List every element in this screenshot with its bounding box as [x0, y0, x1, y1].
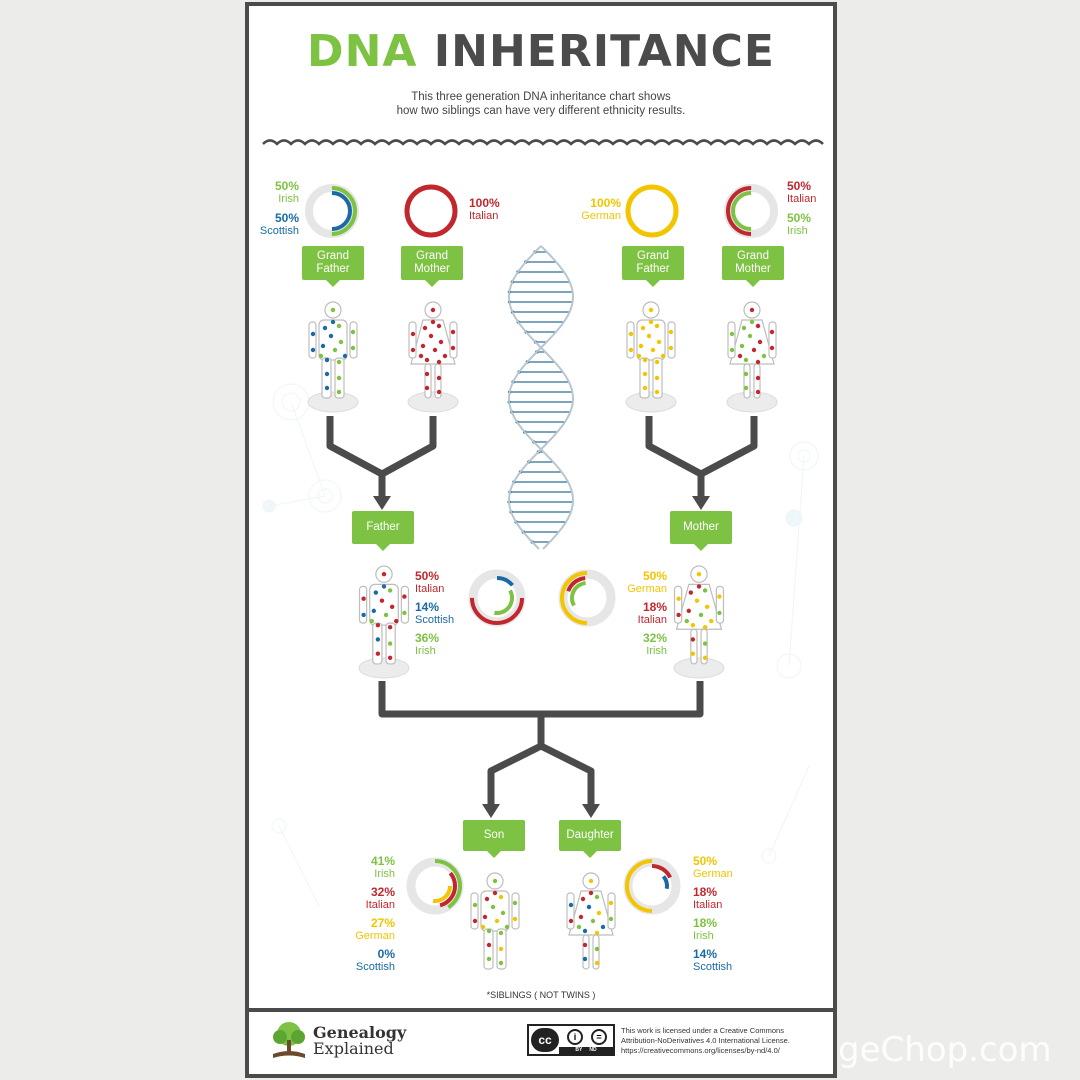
figure-mother	[673, 565, 725, 665]
figure-grandmother-2	[727, 301, 777, 399]
son-box: Son	[463, 820, 525, 858]
father-irish-label: 36%Irish	[415, 631, 440, 658]
dna-helix	[507, 245, 575, 550]
mother-italian-label: 18%Italian	[637, 600, 667, 627]
figure-father	[358, 565, 410, 665]
mother-box: Mother	[670, 511, 732, 551]
father-box: Father	[352, 511, 414, 551]
by-person-icon: i	[567, 1029, 583, 1045]
gp1-irish-label: 50%Irish	[274, 179, 299, 206]
donut-grandfather-1	[305, 184, 359, 238]
son-scottish-label: 0%Scottish	[355, 947, 395, 974]
cc-badge-bar: BY ND	[559, 1047, 613, 1054]
mother-irish-label: 32%Irish	[642, 631, 667, 658]
brand-logo-text: Genealogy Explained	[313, 1023, 407, 1058]
figure-grandfather-2	[626, 301, 676, 399]
daughter-german-label: 50%German	[693, 854, 733, 881]
cc-icon: cc	[531, 1028, 559, 1052]
daughter-italian-label: 18%Italian	[693, 885, 723, 912]
gm2-irish-label: 50%Irish	[787, 211, 812, 238]
donut-grandmother-2	[724, 184, 778, 238]
father-italian-label: 50%Italian	[415, 569, 445, 596]
footer: Genealogy Explained cc i = BY ND This wo…	[249, 1008, 833, 1074]
license-link[interactable]: https://creativecommons.org/licenses/by-…	[621, 1046, 780, 1055]
cc-license-badge[interactable]: cc i = BY ND	[527, 1024, 615, 1056]
subtitle: This three generation DNA inheritance ch…	[396, 91, 686, 117]
no-derivatives-icon: =	[591, 1029, 607, 1045]
father-scottish-label: 14%Scottish	[415, 600, 455, 627]
diagram-graphics	[262, 139, 824, 970]
gm1-italian-label: 100%Italian	[469, 196, 500, 223]
infographic-frame: DNA INHERITANCE This three generation DN…	[245, 2, 837, 1078]
daughter-scottish-label: 14%Scottish	[693, 947, 733, 974]
connector-lines	[326, 416, 758, 806]
gm2-italian-label: 50%Italian	[787, 179, 817, 206]
son-german-label: 27%German	[355, 916, 395, 943]
son-italian-label: 32%Italian	[365, 885, 395, 912]
mother-german-label: 50%German	[627, 569, 667, 596]
donut-son	[406, 857, 464, 915]
arrow-heads	[373, 496, 710, 818]
donut-father	[468, 569, 526, 627]
son-irish-label: 41%Irish	[370, 854, 395, 881]
page-title: DNA INHERITANCE	[307, 26, 775, 77]
donut-grandfather-2	[625, 184, 679, 238]
gp1-scottish-label: 50%Scottish	[259, 211, 299, 238]
gp2-german-label: 100%German	[581, 196, 621, 223]
background-molecules	[262, 383, 819, 907]
tree-logo-icon	[273, 1022, 305, 1058]
license-text: This work is licensed under a Creative C…	[621, 1026, 817, 1056]
wavy-divider	[262, 139, 824, 146]
pedestals	[307, 391, 778, 679]
daughter-box: Daughter	[559, 820, 621, 858]
donut-grandmother-1	[404, 184, 458, 238]
daughter-irish-label: 18%Irish	[693, 916, 718, 943]
figure-grandmother-1	[408, 301, 458, 399]
donut-daughter	[623, 857, 681, 915]
watermark: geChop.com	[838, 1030, 1052, 1070]
figure-grandfather-1	[308, 301, 358, 399]
donut-mother	[558, 569, 616, 627]
siblings-note: *SIBLINGS ( NOT TWINS )	[486, 990, 596, 1000]
figure-son	[470, 872, 520, 970]
figure-daughter	[566, 872, 616, 970]
